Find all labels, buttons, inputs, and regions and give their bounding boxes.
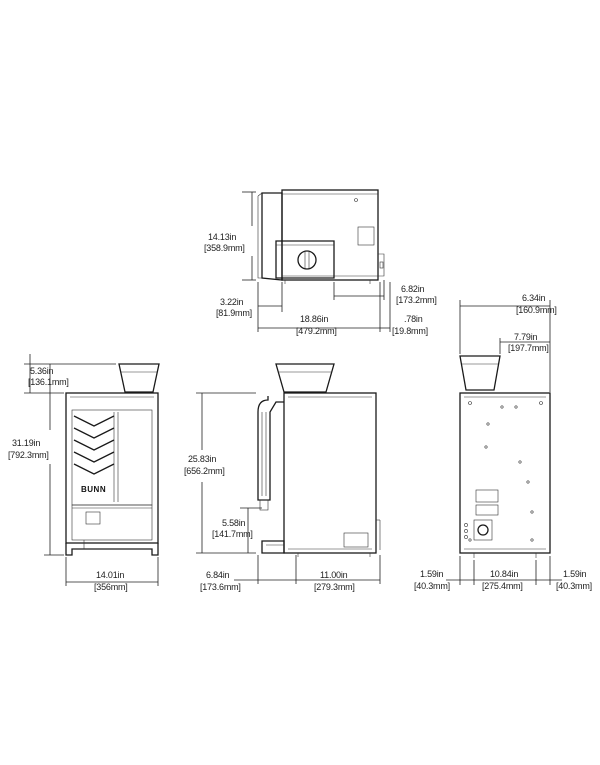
dim-front-total-height-mm: [792.3mm]	[8, 450, 49, 460]
top-view	[242, 189, 391, 332]
dim-top-small-mm: [19.8mm]	[392, 326, 428, 336]
dim-side-rear-depth-in: 11.00in	[320, 570, 348, 580]
dim-top-offset-left-mm: [81.9mm]	[216, 308, 252, 318]
dim-top-depth-mm: [479.2mm]	[296, 326, 337, 336]
dim-side-body-height-mm: [656.2mm]	[184, 466, 225, 476]
dim-top-right-offset-mm: [173.2mm]	[396, 295, 437, 305]
dim-front-width-mm: [356mm]	[94, 582, 128, 592]
dim-top-offset-left-in: 3.22in	[220, 297, 244, 307]
dim-side-rear-depth-mm: [279.3mm]	[314, 582, 355, 592]
front-view: BUNN	[24, 354, 160, 586]
dim-top-height-mm: [358.9mm]	[204, 243, 245, 253]
dim-top-small-in: .78in	[404, 314, 423, 324]
dim-side-front-depth-in: 6.84in	[206, 570, 230, 580]
dim-side-spout-height-in: 5.58in	[222, 518, 246, 528]
dim-rear-right-foot-mm: [40.3mm]	[556, 581, 592, 591]
dim-rear-hopper-width-mm: [197.7mm]	[508, 343, 549, 353]
brand-logo: BUNN	[81, 485, 106, 494]
chevron-pattern	[73, 412, 119, 502]
dim-rear-hopper-width-in: 7.79in	[514, 332, 538, 342]
dim-rear-foot-span-in: 10.84in	[490, 569, 518, 579]
side-view	[196, 363, 381, 584]
dim-rear-left-foot-in: 1.59in	[420, 569, 444, 579]
dimension-labels: 14.13in [358.9mm] 3.22in [81.9mm] 18.86i…	[8, 232, 592, 592]
rear-view	[446, 300, 562, 585]
dim-front-width-in: 14.01in	[96, 570, 124, 580]
dim-front-total-height-in: 31.19in	[12, 438, 40, 448]
dim-front-hopper-in: 5.36in	[30, 366, 54, 376]
dim-side-body-height-in: 25.83in	[188, 454, 216, 464]
dim-top-right-offset-in: 6.82in	[401, 284, 425, 294]
dim-side-front-depth-mm: [173.6mm]	[200, 582, 241, 592]
dim-rear-foot-span-mm: [275.4mm]	[482, 581, 523, 591]
dim-rear-right-foot-in: 1.59in	[563, 569, 587, 579]
dim-top-height-in: 14.13in	[208, 232, 236, 242]
dim-rear-hopper-offset-in: 6.34in	[522, 293, 546, 303]
dim-rear-hopper-offset-mm: [160.9mm]	[516, 305, 557, 315]
dim-top-depth-in: 18.86in	[300, 314, 328, 324]
dim-rear-left-foot-mm: [40.3mm]	[414, 581, 450, 591]
dim-side-spout-height-mm: [141.7mm]	[212, 529, 253, 539]
dim-front-hopper-mm: [136.1mm]	[28, 377, 69, 387]
